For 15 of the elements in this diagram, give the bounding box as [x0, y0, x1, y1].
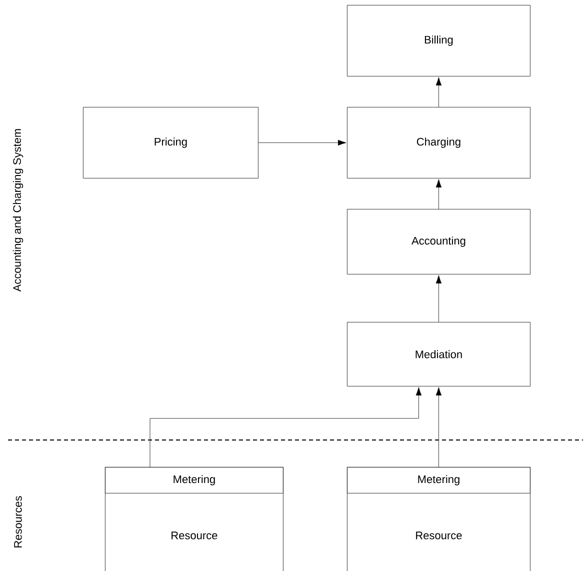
arrow [436, 77, 442, 108]
process-box: Pricing [83, 107, 258, 178]
arrow [150, 387, 422, 468]
process-box: Billing [347, 5, 530, 76]
arrow [436, 275, 442, 322]
arrow [436, 179, 442, 210]
metering-band: Metering [347, 467, 530, 494]
side-label: Accounting and Charging System [12, 129, 24, 292]
process-box: Accounting [347, 209, 530, 274]
metering-band: Metering [105, 467, 284, 494]
process-box: Charging [347, 107, 530, 178]
side-label: Resources [14, 496, 22, 548]
arrow [258, 140, 346, 146]
arrow [436, 387, 442, 468]
process-box: Mediation [347, 322, 530, 386]
